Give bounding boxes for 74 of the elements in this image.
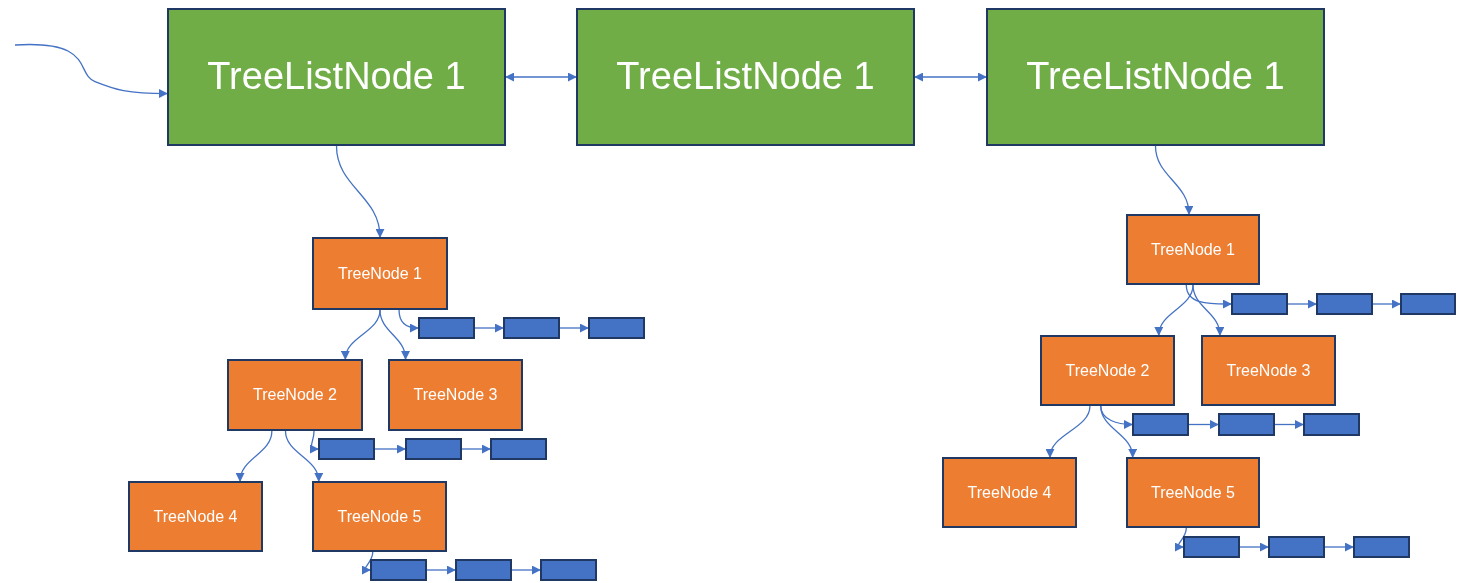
arrow [511,565,541,575]
small-list-box [1218,413,1275,436]
arrow [1188,420,1219,429]
arrow [1287,299,1317,309]
node-label: TreeNode 2 [253,385,337,405]
arrow [474,323,504,333]
tree-node-box [388,359,523,431]
arrow [1100,405,1137,458]
node-label: TreeNode 1 [1151,239,1235,260]
arrow [1174,527,1187,551]
arrow [361,551,374,575]
arrow [1185,284,1232,309]
arrow [1324,542,1354,552]
small-list-box [1231,293,1288,315]
arrow [374,444,406,454]
arrow [1154,145,1193,215]
arrow [559,323,589,333]
list-node-box [986,8,1325,146]
node-label: TreeNode 3 [1226,360,1311,381]
tree-node-box [1040,335,1175,406]
tree-node-box [1201,335,1336,406]
node-label: TreeNode 1 [338,263,422,284]
arrow [284,430,323,482]
small-list-box [1183,536,1240,558]
tree-node-box [227,359,363,431]
node-label: TreeNode 5 [1151,482,1235,503]
small-list-box [318,438,375,460]
arrow [1192,284,1224,336]
small-list-box [418,317,475,339]
small-list-box [540,559,597,581]
list-node-box [167,8,506,146]
arrow [1372,299,1401,309]
node-label: TreeNode 2 [1065,360,1150,381]
tree-node-box [312,237,448,310]
tree-node-box [1126,214,1260,285]
arrow [426,565,456,575]
node-label: TreeNode 4 [153,506,238,527]
small-list-box [1132,413,1189,436]
tree-node-box [312,481,447,552]
arrow [1155,284,1194,336]
node-label: TreeListNode 1 [1026,54,1285,100]
arrow [379,309,410,360]
arrow [14,43,168,98]
small-list-box [1400,293,1456,315]
small-list-box [405,438,462,460]
node-label: TreeListNode 1 [207,54,466,100]
node-label: TreeListNode 1 [616,54,875,100]
node-label: TreeNode 5 [337,506,422,527]
small-list-box [1353,536,1410,558]
small-list-box [370,559,427,581]
small-list-box [1316,293,1373,315]
arrow [1274,420,1304,429]
list-node-box [576,8,915,146]
arrow [309,430,319,454]
small-list-box [1303,413,1360,436]
node-label: TreeNode 4 [967,482,1052,503]
arrow [1239,542,1269,552]
arrow [236,430,273,482]
arrow [461,444,491,454]
small-list-box [588,317,645,339]
arrow [398,309,419,333]
arrow [335,145,384,238]
arrow [1046,405,1091,458]
arrow [914,72,987,82]
node-label: TreeNode 3 [413,385,498,405]
tree-node-box [942,457,1077,528]
small-list-box [490,438,547,460]
small-list-box [1268,536,1325,558]
arrow [505,72,577,82]
tree-node-box [128,481,263,552]
tree-node-box [1126,457,1260,528]
small-list-box [455,559,512,581]
arrow [341,309,381,360]
small-list-box [503,317,560,339]
